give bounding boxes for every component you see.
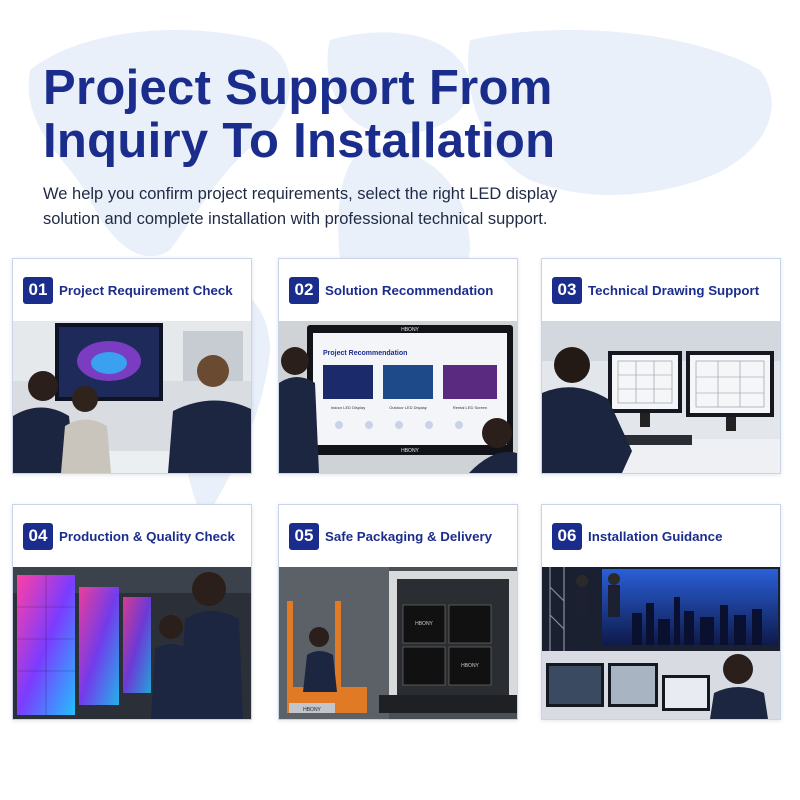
- step-card-01: 01 Project Requirement Check: [12, 258, 252, 474]
- step-card-04: 04 Production & Quality Check: [12, 504, 252, 720]
- screen-brand: HBONY: [401, 327, 419, 333]
- title-line-1: Project Support From: [43, 61, 553, 115]
- case-brand: HBONY: [415, 621, 433, 627]
- step-card-05: 05 Safe Packaging & Delivery HBONY HBONY: [278, 504, 518, 720]
- step-number: 03: [552, 276, 582, 304]
- screen-option-1: Indoor LED Display: [331, 405, 365, 410]
- screen-option-3: Rental LED Screen: [453, 405, 487, 410]
- step-header: 04 Production & Quality Check: [13, 505, 251, 567]
- subtitle-line-2: solution and complete installation with …: [43, 210, 548, 228]
- step-header: 05 Safe Packaging & Delivery: [279, 505, 517, 567]
- step-number: 04: [23, 522, 53, 550]
- screen-recommendation-title: Project Recommendation: [323, 350, 407, 357]
- step-title: Project Requirement Check: [59, 282, 233, 298]
- page-title: Project Support From Inquiry To Installa…: [43, 62, 763, 168]
- step-card-02: 02 Solution Recommendation HBONY Project…: [278, 258, 518, 474]
- step-header: 02 Solution Recommendation: [279, 259, 517, 321]
- step-title: Solution Recommendation: [325, 282, 494, 298]
- subtitle-line-1: We help you confirm project requirements…: [43, 185, 558, 203]
- step-card-03: 03 Technical Drawing Support: [541, 258, 781, 474]
- page-subtitle: We help you confirm project requirements…: [43, 182, 643, 232]
- case-brand-2: HBONY: [461, 663, 479, 669]
- title-line-2: Inquiry To Installation: [43, 114, 556, 168]
- step-number: 01: [23, 276, 53, 304]
- screen-brand-bottom: HBONY: [401, 448, 419, 454]
- step-title: Production & Quality Check: [59, 528, 235, 544]
- meeting-photo: [13, 321, 251, 473]
- forklift-brand: HBONY: [303, 707, 321, 713]
- step-header: 06 Installation Guidance: [542, 505, 780, 567]
- step-number: 02: [289, 276, 319, 304]
- step-card-06: 06 Installation Guidance: [541, 504, 781, 720]
- installation-photo: [542, 567, 780, 719]
- production-photo: [13, 567, 251, 719]
- step-title: Safe Packaging & Delivery: [325, 528, 493, 544]
- technical-drawing-photo: [542, 321, 780, 473]
- step-title: Technical Drawing Support: [588, 282, 760, 298]
- step-number: 05: [289, 522, 319, 550]
- step-header: 01 Project Requirement Check: [13, 259, 251, 321]
- step-title: Installation Guidance: [588, 528, 723, 544]
- step-number: 06: [552, 522, 582, 550]
- packaging-photo: HBONY HBONY HBONY: [279, 567, 517, 719]
- screen-option-2: Outdoor LED Display: [389, 405, 427, 410]
- step-header: 03 Technical Drawing Support: [542, 259, 780, 321]
- header: Project Support From Inquiry To Installa…: [43, 62, 763, 232]
- recommendation-screen-photo: HBONY Project Recommendation Indoor LED …: [279, 321, 517, 473]
